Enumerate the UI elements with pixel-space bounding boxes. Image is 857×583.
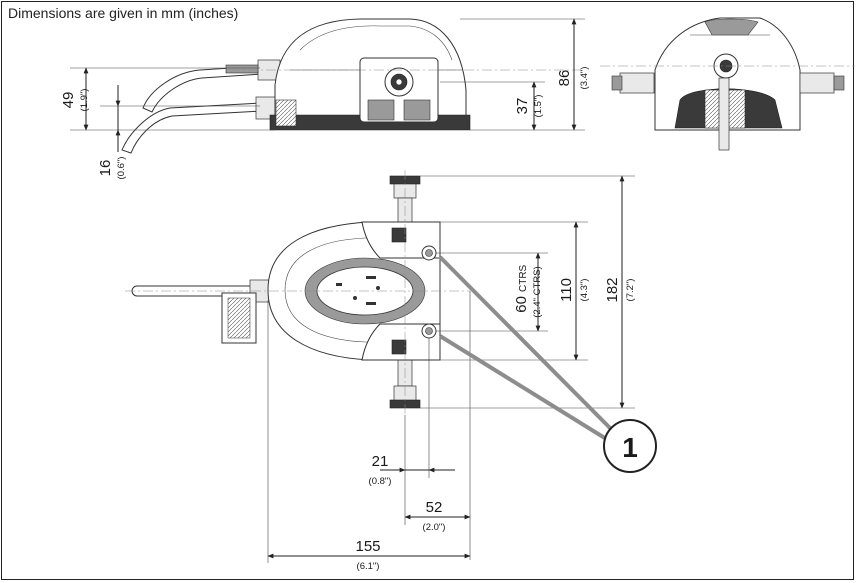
dim-21-mm: 21 (372, 453, 389, 470)
callout-group: 1 (438, 255, 657, 473)
dim-182-mm: 182 (604, 277, 621, 302)
dimension-lines (70, 18, 635, 563)
dim-21-in: (0.8") (369, 476, 392, 487)
dim-49-mm: 49 (60, 92, 77, 109)
dim-52-mm: 52 (426, 499, 443, 516)
dim-60-suffix: CTRS (518, 264, 529, 292)
top-view (125, 170, 470, 415)
dim-37-in: (1.5") (533, 95, 544, 118)
dim-110-in: (4.3") (579, 279, 590, 302)
dim-155-in: (6.1") (357, 561, 380, 572)
callout-badge (603, 419, 657, 473)
dim-60-mm: 60 (513, 296, 530, 313)
side-view (121, 18, 580, 154)
dim-86-in: (3.4") (579, 67, 590, 90)
dim-155-mm: 155 (355, 538, 380, 555)
cable-lower (121, 102, 263, 154)
dim-49-in: (1.9") (79, 89, 90, 112)
dim-16-mm: 16 (97, 160, 114, 177)
dimension-labels: 49 (1.9") 16 (0.6") 86 (3.4") 37 (1.5") … (60, 67, 636, 572)
dim-110-mm: 110 (558, 278, 575, 302)
dim-86-mm: 86 (556, 70, 573, 87)
units-note: Dimensions are given in mm (inches) (8, 5, 239, 21)
dim-37-mm: 37 (514, 98, 531, 115)
callout-leader-lower (438, 334, 610, 442)
callout-number: 1 (622, 432, 638, 463)
front-view (600, 17, 855, 151)
dim-60-in: (2.4" CTRS) (532, 266, 543, 317)
dim-16-in: (0.6") (116, 157, 127, 180)
callout-leader-upper (438, 255, 614, 432)
dim-52-in: (2.0") (423, 522, 446, 533)
dim-182-in: (7.2") (625, 279, 636, 302)
